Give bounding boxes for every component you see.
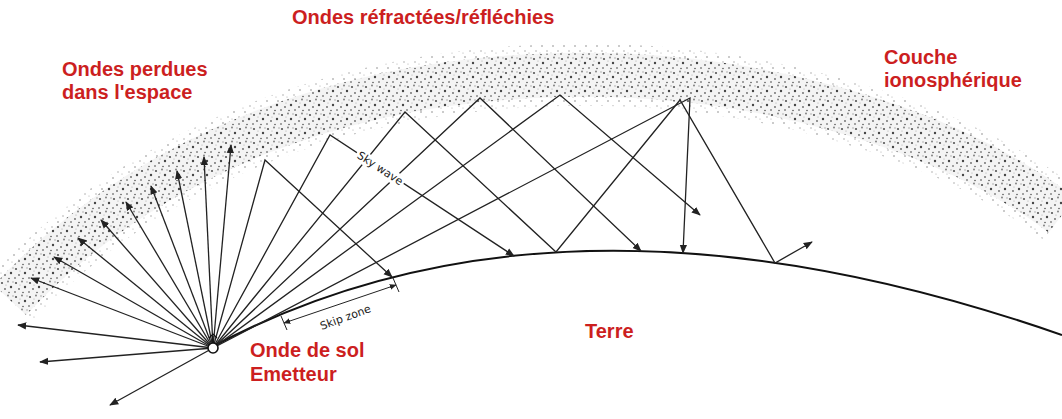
- section-label: Ondes réfractées/réfléchies: [292, 6, 554, 29]
- transmitter-symbol: [208, 334, 218, 353]
- layer-label: Couche ionosphérique: [884, 46, 1049, 92]
- ionosphere-layer: [10, 75, 1062, 300]
- wave-label: Onde de sol: [250, 339, 364, 362]
- radio-ray: [213, 100, 812, 348]
- radio-ray: [54, 257, 213, 348]
- transmitter-label: Emetteur: [250, 363, 337, 386]
- radio-ray: [101, 220, 213, 348]
- zone-annotation: Skip zone: [317, 301, 375, 333]
- radio-ray: [213, 98, 641, 348]
- radio-ray: [177, 171, 213, 348]
- radio-ray: [213, 98, 690, 348]
- radio-ray: [204, 157, 213, 348]
- section-label: Ondes perdues dans l'espace: [62, 58, 242, 104]
- radio-rays: [18, 95, 812, 405]
- radio-ray: [213, 160, 392, 348]
- radio-ray: [18, 325, 213, 348]
- radio-ray: [40, 348, 213, 362]
- radio-ray: [213, 135, 514, 348]
- ray-annotation: Sky wave: [353, 147, 407, 188]
- earth-surface: [210, 251, 1062, 348]
- earth-label: Terre: [585, 320, 634, 343]
- radio-ray: [78, 238, 213, 348]
- radio-ray: [126, 202, 213, 348]
- radio-ray: [213, 95, 700, 348]
- radio-ray: [151, 186, 213, 348]
- radio-ray: [110, 348, 213, 405]
